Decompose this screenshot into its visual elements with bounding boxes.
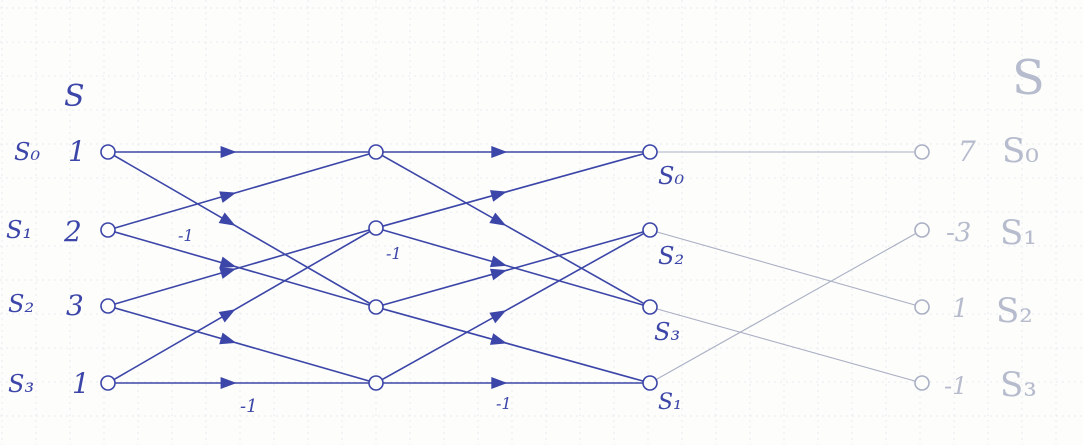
edge-s1-3-1-arrow: [218, 309, 236, 323]
output-value-0: 7: [958, 135, 976, 168]
edge-out-1-2: [649, 229, 923, 308]
edge-s1-0-0-arrow: [220, 146, 237, 158]
edge-s2-1-2-arrow: [489, 255, 507, 268]
node-c3-r2: [914, 299, 930, 315]
stage2-label-1: S₂: [658, 242, 685, 270]
output-label-1: S₁: [1000, 213, 1037, 253]
row-label-2: S₂: [8, 290, 35, 318]
input-value-0: 1: [68, 135, 86, 168]
node-c0-r1: [100, 222, 116, 238]
edge-s1-2-3-arrow: [219, 332, 237, 345]
edge-s1-3-1: [107, 227, 377, 384]
output-value-3: -1: [944, 372, 968, 400]
edge-s2-3-1-arrow: [489, 310, 507, 324]
edge-s1-2-3: [107, 305, 377, 384]
edge-s2-0-2-arrow: [489, 212, 507, 226]
edge-s1-2-1-arrow: [219, 267, 237, 279]
stage2-label-0: S₀: [658, 162, 685, 190]
edge-s2-1-0: [375, 151, 651, 229]
edge-s1-1-2-arrow: [219, 256, 237, 269]
stage2-label-3: S₁: [658, 390, 682, 415]
node-c3-r0: [914, 144, 930, 160]
node-c0-r3: [100, 375, 116, 391]
stage2-label-2: S₃: [654, 318, 681, 346]
edge-weight-3: -1: [240, 396, 258, 417]
edge-weight-1: -1: [178, 226, 194, 245]
edge-s1-1-0: [107, 151, 377, 231]
output-label-0: S₀: [1002, 131, 1039, 171]
edge-s1-1-0-arrow: [219, 191, 237, 203]
node-c3-r3: [914, 375, 930, 391]
row-label-3: S₃: [8, 370, 35, 398]
node-c2-r2: [642, 299, 658, 315]
edge-out-3-1: [649, 229, 923, 384]
edge-weight-2: -1: [386, 244, 402, 263]
edge-s1-0-2: [107, 151, 377, 308]
edge-s2-2-1-arrow: [489, 268, 508, 281]
node-c2-r3: [642, 375, 658, 391]
output-value-1: -3: [946, 218, 972, 248]
input-value-3: 1: [72, 367, 90, 400]
node-c1-r0: [368, 144, 384, 160]
node-c1-r1: [368, 220, 384, 236]
node-c1-r3: [368, 375, 384, 391]
node-c0-r0: [100, 144, 116, 160]
node-c3-r1: [914, 222, 930, 238]
node-c2-r0: [642, 144, 658, 160]
edge-s1-0-2-arrow: [218, 212, 236, 226]
edge-s2-3-1: [375, 229, 651, 384]
edge-s2-1-2: [375, 227, 651, 308]
edge-s2-3-3-arrow: [491, 377, 508, 389]
edge-s1-1-2: [107, 229, 377, 308]
input-value-2: 3: [66, 289, 84, 322]
output-label-3: S₃: [1000, 365, 1037, 405]
edge-s2-2-3-arrow: [489, 333, 508, 345]
output-label-2: S₂: [996, 291, 1033, 331]
node-c0-r2: [100, 298, 116, 314]
edge-out-2-3: [649, 306, 923, 384]
edge-s2-0-2: [375, 151, 651, 308]
row-label-0: S₀: [14, 138, 41, 166]
edge-s2-2-1: [375, 229, 651, 308]
edge-s2-0-0-arrow: [491, 146, 508, 158]
edge-s1-3-3-arrow: [220, 377, 237, 389]
input-header: S: [64, 79, 85, 114]
output-value-2: 1: [952, 294, 969, 324]
edge-s1-2-1: [107, 227, 377, 307]
row-label-1: S₁: [6, 216, 33, 244]
edge-s2-1-0-arrow: [489, 190, 508, 202]
input-value-1: 2: [64, 215, 82, 248]
node-c2-r1: [642, 222, 658, 238]
edge-weight-4: -1: [496, 394, 512, 413]
node-c1-r2: [368, 299, 384, 315]
output-header: S: [1012, 50, 1045, 106]
edge-s2-2-3: [375, 306, 651, 384]
